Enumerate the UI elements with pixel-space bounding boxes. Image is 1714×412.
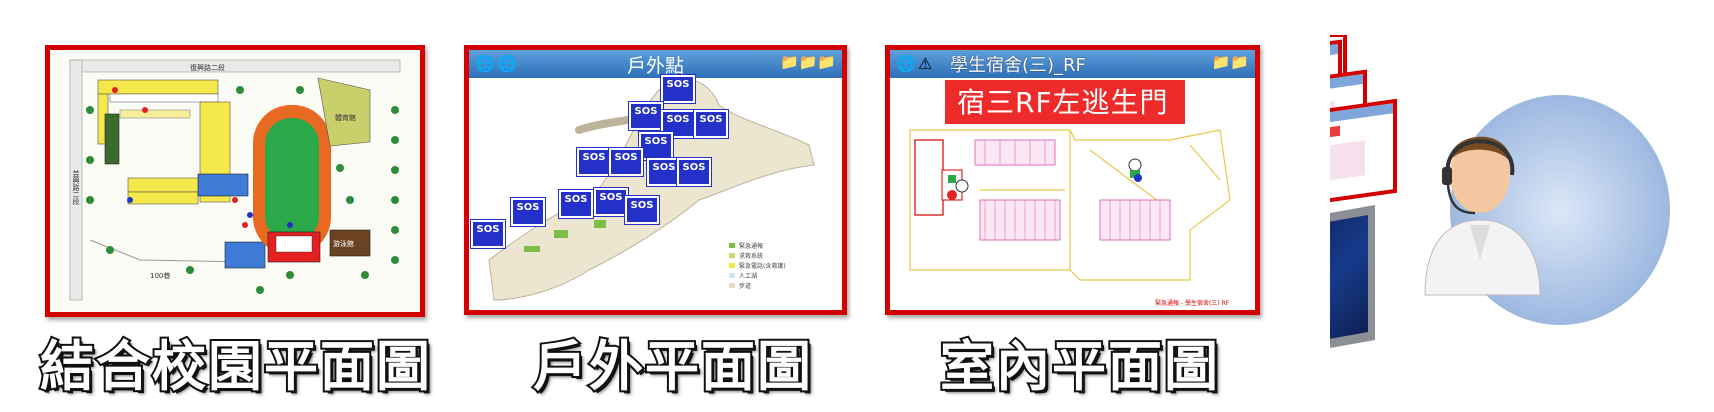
- outdoor-title-bar: 🌐 🌐 戶外點 📁📁📁: [469, 50, 842, 78]
- sos-marker[interactable]: SOS: [559, 190, 593, 218]
- globe-icon[interactable]: 🌐: [497, 54, 517, 73]
- operator-scene: [1208, 33, 1710, 405]
- sos-marker[interactable]: SOS: [577, 148, 611, 176]
- operator-avatar: [1424, 136, 1541, 296]
- sos-marker[interactable]: SOS: [594, 188, 628, 216]
- sos-marker[interactable]: SOS: [639, 132, 673, 160]
- outdoor-map: 緊急通報 求救系統 緊急電話(含救護) 人工湖 步道: [469, 50, 842, 310]
- globe-icon[interactable]: 🌐: [896, 54, 916, 73]
- road-top-label: 復興路二段: [190, 63, 225, 72]
- monitor-icon: [1235, 205, 1375, 380]
- campus-map: 復興路二段 芸興路二段 100巷 體育館 游泳館: [50, 50, 420, 312]
- sos-marker[interactable]: SOS: [677, 158, 711, 186]
- road-left-label: 芸興路二段: [72, 169, 80, 206]
- road-bottom-label: 100巷: [150, 272, 170, 280]
- caption-outdoor: 戶外平面圖: [531, 333, 813, 400]
- svg-text:緊急通報: 緊急通報: [739, 242, 763, 250]
- campus-map-panel[interactable]: 復興路二段 芸興路二段 100巷 體育館 游泳館: [45, 45, 425, 317]
- map-icons[interactable]: 📁📁📁: [779, 53, 836, 71]
- svg-text:緊急電話(含救護): 緊急電話(含救護): [739, 262, 786, 270]
- warning-icon[interactable]: ⚠: [918, 54, 933, 73]
- sos-marker[interactable]: SOS: [694, 110, 728, 138]
- operator-illustration: [1208, 33, 1670, 380]
- outdoor-title: 戶外點: [626, 55, 684, 77]
- indoor-footer: 緊急通報 - 學生宿舍(三) RF: [1155, 299, 1230, 307]
- indoor-map-panel[interactable]: 緊急通報 - 學生宿舍(三) RF 🌐 ⚠ 學生宿舍(三)_RF 📁📁 宿三RF…: [885, 45, 1260, 315]
- svg-text:人工湖: 人工湖: [739, 272, 757, 280]
- sos-marker[interactable]: SOS: [661, 75, 695, 103]
- svg-text:步道: 步道: [739, 282, 751, 290]
- indoor-title: 學生宿舍(三)_RF: [950, 55, 1086, 76]
- map-legend: 緊急通報 求救系統 緊急電話(含救護) 人工湖 步道: [729, 242, 786, 290]
- globe-icon[interactable]: 🌐: [475, 54, 495, 73]
- sos-marker[interactable]: SOS: [625, 196, 659, 224]
- sos-marker[interactable]: SOS: [629, 102, 663, 130]
- sos-marker[interactable]: SOS: [647, 158, 681, 186]
- indoor-title-bar: 🌐 ⚠ 學生宿舍(三)_RF 📁📁: [890, 50, 1255, 78]
- sos-marker[interactable]: SOS: [471, 220, 505, 248]
- svg-text:求救系統: 求救系統: [739, 252, 763, 260]
- building-bottom-label: 游泳館: [333, 239, 354, 248]
- caption-campus: 結合校園平面圖: [38, 333, 432, 400]
- alert-label: 宿三RF左逃生門: [945, 80, 1185, 124]
- building-right-label: 體育館: [335, 113, 356, 122]
- sos-marker[interactable]: SOS: [511, 198, 545, 226]
- sos-marker[interactable]: SOS: [609, 148, 643, 176]
- map-icons[interactable]: 📁📁: [1211, 53, 1249, 71]
- caption-indoor: 室內平面圖: [938, 333, 1220, 400]
- outdoor-map-panel[interactable]: 緊急通報 求救系統 緊急電話(含救護) 人工湖 步道 🌐 🌐 戶外點 📁📁📁 S…: [464, 45, 847, 315]
